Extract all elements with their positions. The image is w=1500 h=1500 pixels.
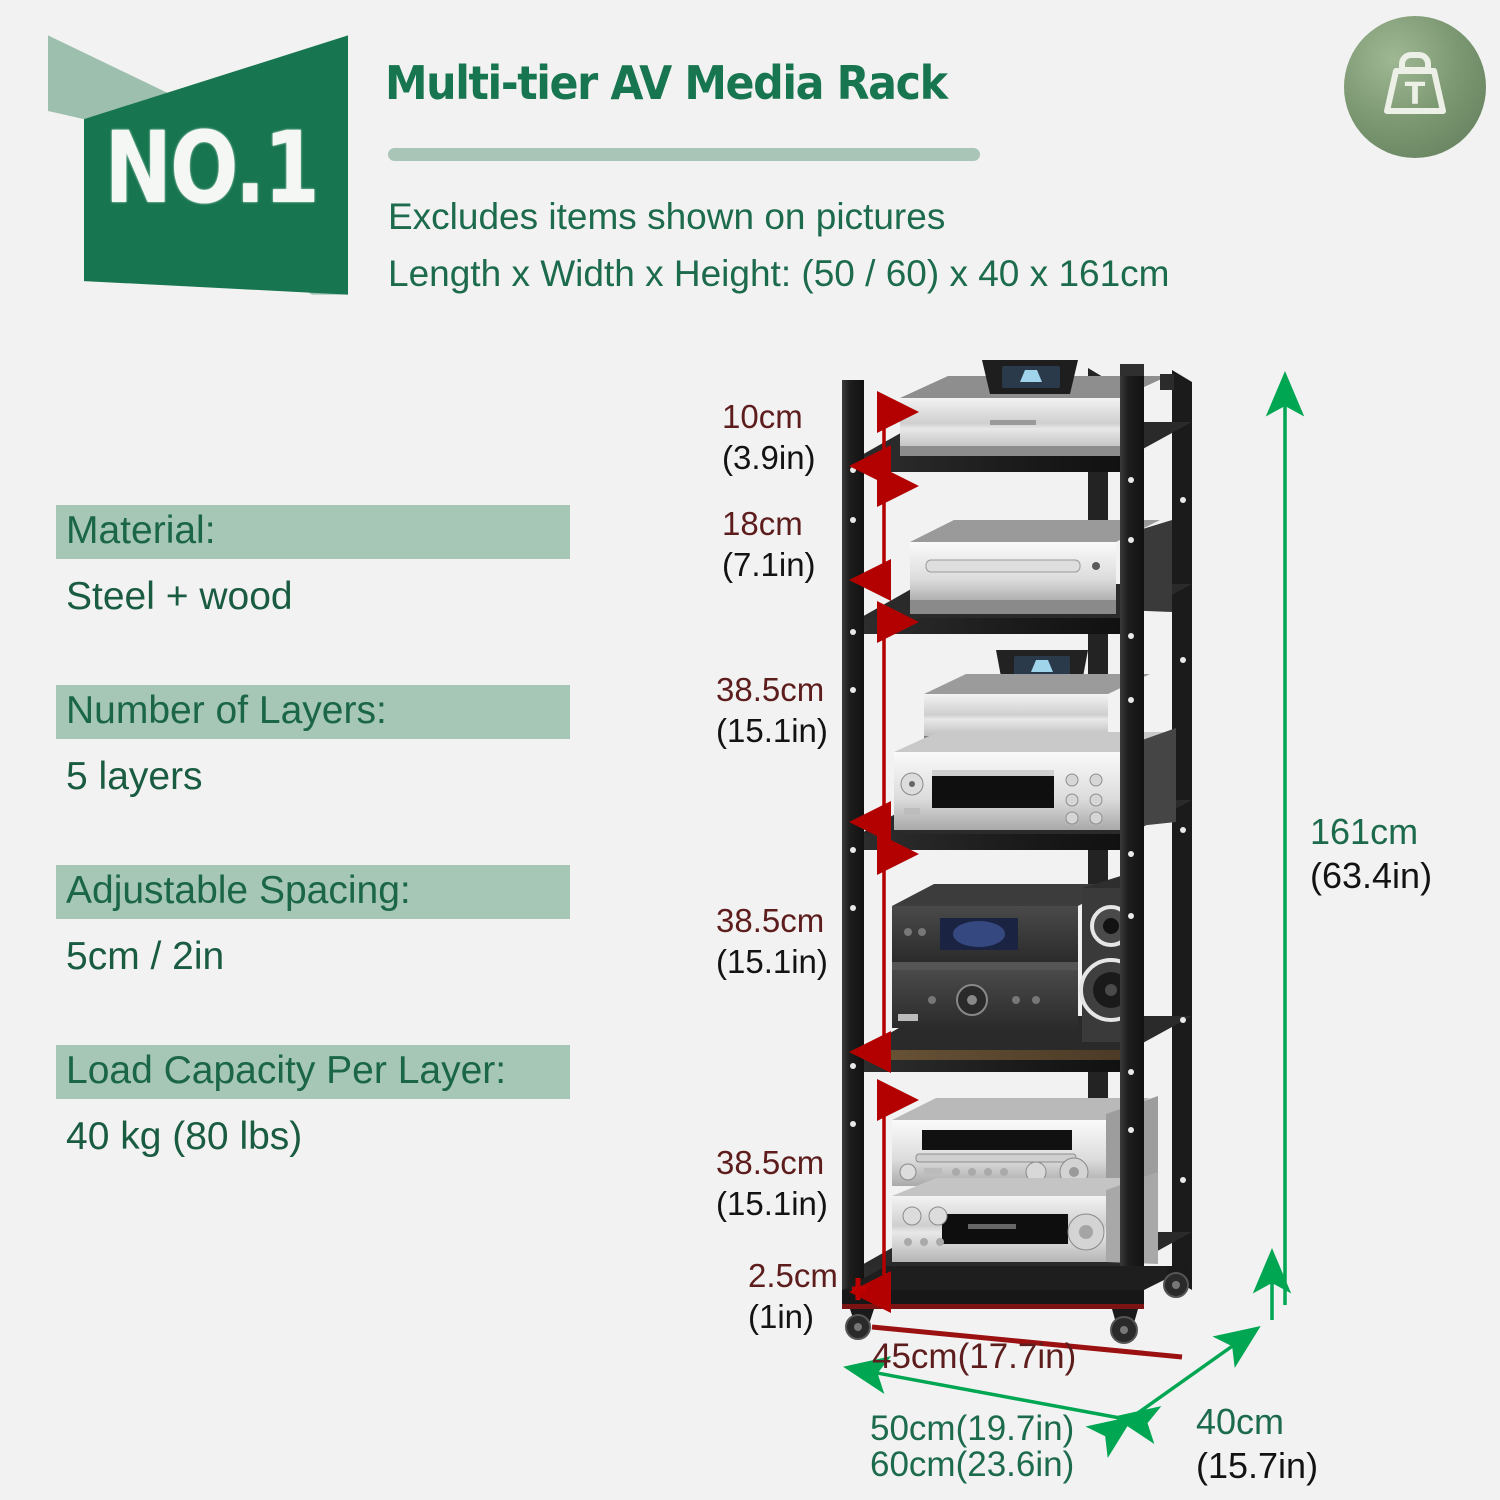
page-title: Multi-tier AV Media Rack xyxy=(385,56,948,110)
no1-badge: NO.1 xyxy=(48,30,348,300)
dimension-label-outer-width-b: 60cm(23.6in) xyxy=(870,1445,1075,1484)
shelf-item-tier4-amp-stack xyxy=(892,884,1120,1028)
dimension-label-tier1: 10cm(3.9in) xyxy=(722,398,816,477)
spec-row-spacing: Adjustable Spacing: 5cm / 2in xyxy=(56,865,576,979)
page-subtitle: Excludes items shown on pictures Length … xyxy=(388,196,1170,295)
spec-value: 5cm / 2in xyxy=(66,935,225,978)
spec-label: Load Capacity Per Layer: xyxy=(56,1045,570,1099)
dimension-label-outer-width-a: 50cm(19.7in) xyxy=(870,1409,1075,1448)
spec-value: Steel + wood xyxy=(66,575,293,618)
dimension-label-total-height: 161cm(63.4in) xyxy=(1310,811,1433,896)
spec-row-layers: Number of Layers: 5 layers xyxy=(56,685,576,799)
shelf-item-top-display xyxy=(982,360,1078,394)
product-rack-illustration xyxy=(820,360,1290,1350)
title-divider xyxy=(388,148,980,161)
shelf-item-tier2-disc-player xyxy=(910,520,1172,614)
rack-base-and-casters xyxy=(842,1266,1192,1344)
spec-value: 40 kg (80 lbs) xyxy=(66,1115,303,1158)
dimension-label-depth: 40cm(15.7in) xyxy=(1196,1401,1319,1486)
spec-label: Adjustable Spacing: xyxy=(56,865,570,919)
spec-label: Material: xyxy=(56,505,570,559)
spec-label: Number of Layers: xyxy=(56,685,570,739)
spec-value: 5 layers xyxy=(66,755,203,798)
dimension-label-tier4: 38.5cm(15.1in) xyxy=(716,902,828,981)
dimension-label-caster-height: 2.5cm(1in) xyxy=(748,1257,838,1336)
spec-row-load: Load Capacity Per Layer: 40 kg (80 lbs) xyxy=(56,1045,576,1159)
shelf-item-tier5-upper-receiver xyxy=(892,1096,1158,1190)
weight-kettlebell-icon: T xyxy=(1344,16,1486,158)
dimension-label-inner-width: 45cm(17.7in) xyxy=(872,1337,1077,1376)
weight-icon-letter: T xyxy=(1405,77,1426,112)
dimension-label-tier2: 18cm(7.1in) xyxy=(722,505,816,584)
shelf-item-tier5-lower-receiver xyxy=(892,1172,1158,1264)
spec-list: Material: Steel + wood Number of Layers:… xyxy=(56,505,576,1225)
dimension-label-tier3: 38.5cm(15.1in) xyxy=(716,671,828,750)
dimension-label-tier5: 38.5cm(15.1in) xyxy=(716,1144,828,1223)
spec-row-material: Material: Steel + wood xyxy=(56,505,576,619)
badge-label: NO.1 xyxy=(104,110,319,226)
